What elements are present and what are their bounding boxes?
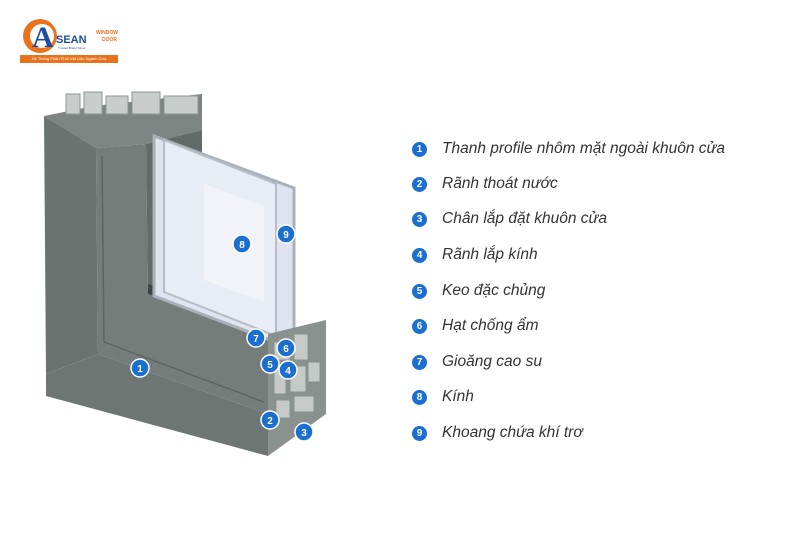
- badge-3-label: 3: [301, 428, 307, 439]
- badge-8: 8: [232, 234, 252, 254]
- legend-label: Khoang chứa khí trơ: [442, 424, 583, 441]
- legend-number-badge: 3: [412, 211, 427, 227]
- badge-1-label: 1: [137, 364, 143, 375]
- badge-2: 2: [260, 410, 280, 430]
- legend-item-1: 1 Thanh profile nhôm mặt ngoài khuôn cửa: [412, 138, 725, 160]
- legend-number-badge: 1: [412, 141, 427, 157]
- logo-window-text: WINDOW: [96, 30, 118, 36]
- badge-6: 6: [276, 338, 296, 358]
- logo-brand-text: SEAN: [56, 34, 87, 46]
- logo-emblem-icon: A: [23, 19, 57, 54]
- logo-sub-text: Trusted Brand Since: [58, 46, 86, 50]
- badge-7-label: 7: [253, 334, 259, 345]
- logo-letter: A: [32, 21, 54, 54]
- badge-5-label: 5: [267, 360, 273, 371]
- legend-item-4: 4 Rãnh lắp kính: [412, 244, 538, 266]
- frame-top-profile: [44, 94, 202, 148]
- legend-label: Keo đặc chủng: [442, 282, 546, 299]
- legend-item-2: 2 Rãnh thoát nước: [412, 173, 558, 195]
- badge-8-label: 8: [239, 240, 245, 251]
- badge-4: 4: [278, 360, 298, 380]
- legend-label: Kính: [442, 388, 474, 405]
- logo-tagline: Hệ Thống Phân Phối Vật Liệu Ngành Cửa: [20, 55, 118, 63]
- badge-3: 3: [294, 422, 314, 442]
- logo-door-text: DOOR: [102, 37, 117, 43]
- frame-left-stile: [44, 116, 98, 374]
- legend-label: Gioăng cao su: [442, 353, 542, 370]
- legend-label: Rãnh thoát nước: [442, 175, 558, 192]
- legend-number-badge: 2: [412, 176, 427, 192]
- legend-number-badge: 6: [412, 318, 427, 334]
- legend-item-3: 3 Chân lắp đặt khuôn cửa: [412, 208, 607, 230]
- legend-number-badge: 4: [412, 247, 427, 263]
- badge-4-label: 4: [285, 366, 291, 377]
- legend-number-badge: 8: [412, 389, 427, 405]
- legend-item-7: 7 Gioăng cao su: [412, 351, 542, 373]
- badge-1: 1: [130, 358, 150, 378]
- frame-bottom-rail: [46, 354, 268, 456]
- legend-label: Hạt chống ẩm: [442, 317, 539, 334]
- badge-9: 9: [276, 224, 296, 244]
- legend-label: Thanh profile nhôm mặt ngoài khuôn cửa: [442, 140, 725, 157]
- sash-edge-line: [101, 155, 265, 403]
- legend-label: Chân lắp đặt khuôn cửa: [442, 210, 607, 227]
- badge-5: 5: [260, 354, 280, 374]
- badge-7: 7: [246, 328, 266, 348]
- badge-6-label: 6: [283, 344, 289, 355]
- legend-item-6: 6 Hạt chống ẩm: [412, 315, 539, 337]
- legend-item-8: 8 Kính: [412, 386, 474, 408]
- legend-item-9: 9 Khoang chứa khí trơ: [412, 422, 583, 444]
- legend-label: Rãnh lắp kính: [442, 246, 538, 263]
- legend-number-badge: 5: [412, 283, 427, 299]
- legend-item-5: 5 Keo đặc chủng: [412, 280, 545, 302]
- badge-9-label: 9: [283, 230, 289, 241]
- legend-number-badge: 7: [412, 354, 427, 370]
- window-profile-diagram: 1 2 3 4 5 6 7 8 9: [44, 91, 326, 456]
- sash-profile: [96, 144, 268, 414]
- brand-logo: A SEAN WINDOW DOOR Trusted Brand Since H…: [20, 14, 118, 68]
- frame-top-cutout: [65, 91, 199, 115]
- legend-number-badge: 9: [412, 425, 427, 441]
- badge-2-label: 2: [267, 416, 273, 427]
